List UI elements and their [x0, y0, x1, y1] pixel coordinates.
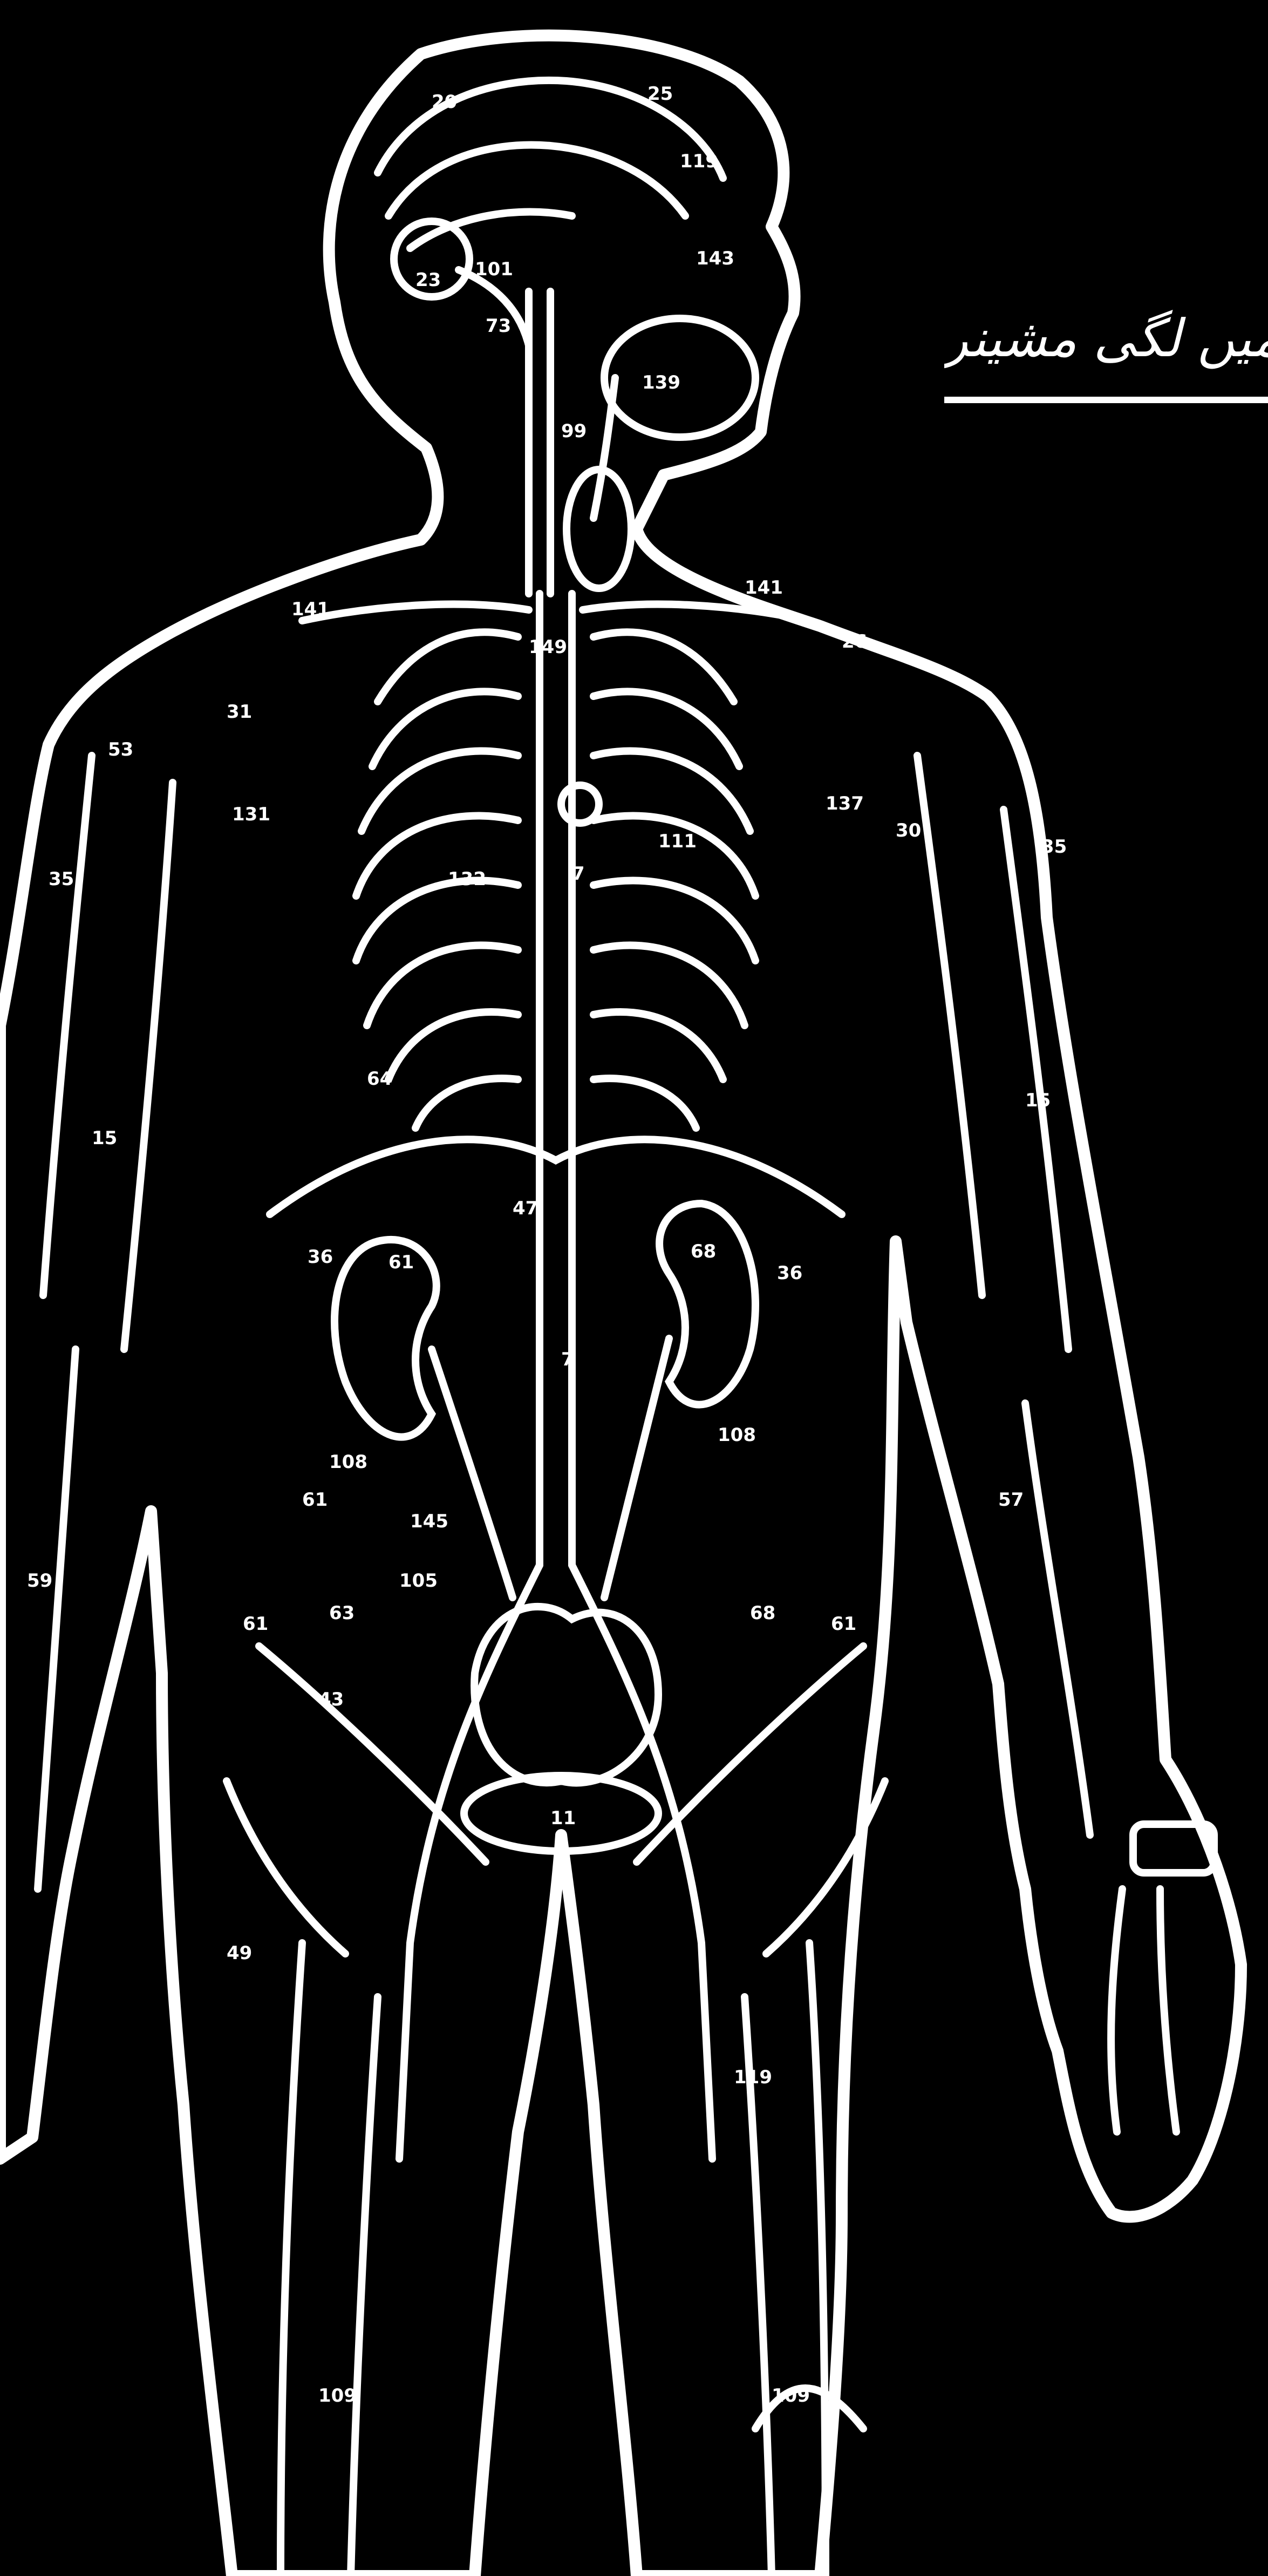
callout-label: 99: [561, 420, 587, 442]
callout-label: 36: [777, 1262, 802, 1284]
callout-label: 35: [1041, 836, 1067, 858]
callout-label: 49: [227, 1942, 252, 1964]
callout-label: 61: [243, 1613, 268, 1635]
callout-label: 149: [529, 636, 567, 658]
callout-label: 132: [448, 868, 486, 890]
callout-label: 15: [1025, 1090, 1051, 1111]
callout-label: 68: [691, 1241, 716, 1262]
callout-label: 137: [826, 793, 864, 814]
callout-label: 119: [734, 2067, 772, 2088]
callout-label: 35: [49, 868, 74, 890]
callout-label: 131: [232, 804, 270, 825]
callout-label: 20: [432, 91, 457, 113]
callout-label: 68: [750, 1602, 775, 1624]
callout-label: 36: [308, 1246, 333, 1268]
callout-label: 63: [329, 1602, 355, 1624]
callout-label: 108: [329, 1451, 367, 1473]
callout-label: 7: [561, 1349, 574, 1370]
callout-label: 7: [572, 863, 585, 885]
callout-label: 105: [399, 1570, 438, 1592]
callout-label: 119: [680, 151, 718, 172]
callout-label: 43: [318, 1689, 344, 1710]
callout-label: 143: [696, 248, 734, 269]
callout-label: 26: [842, 631, 867, 653]
callout-label: 139: [642, 372, 680, 393]
callout-label: 61: [831, 1613, 856, 1635]
callout-label: 101: [475, 259, 513, 280]
callout-label: 111: [658, 831, 697, 852]
callout-label: 15: [92, 1127, 117, 1149]
callout-label: 59: [27, 1570, 52, 1592]
page-heading: وں میں لگی مشینری: [944, 302, 1268, 375]
heading-underline: [944, 397, 1268, 403]
callout-label: 145: [410, 1511, 448, 1532]
callout-label: 109: [318, 2385, 357, 2407]
callout-label: 31: [227, 701, 252, 723]
callout-label: 57: [998, 1489, 1024, 1511]
callout-label: 73: [486, 315, 511, 337]
callout-label: 141: [745, 577, 783, 599]
callout-label: 61: [302, 1489, 328, 1511]
callout-label: 53: [108, 739, 133, 760]
callout-label: 25: [647, 83, 673, 105]
callout-label: 30: [896, 820, 921, 841]
heading-container: وں میں لگی مشینری: [944, 291, 1268, 421]
callout-label: 47: [513, 1198, 538, 1219]
callout-label: 61: [388, 1252, 414, 1273]
callout-label: 108: [718, 1424, 756, 1446]
callout-label: 64: [367, 1068, 392, 1090]
callout-label: 141: [291, 599, 330, 620]
callout-label: 11: [550, 1807, 576, 1829]
callout-label: 109: [772, 2385, 810, 2407]
callout-label: 23: [415, 269, 441, 291]
